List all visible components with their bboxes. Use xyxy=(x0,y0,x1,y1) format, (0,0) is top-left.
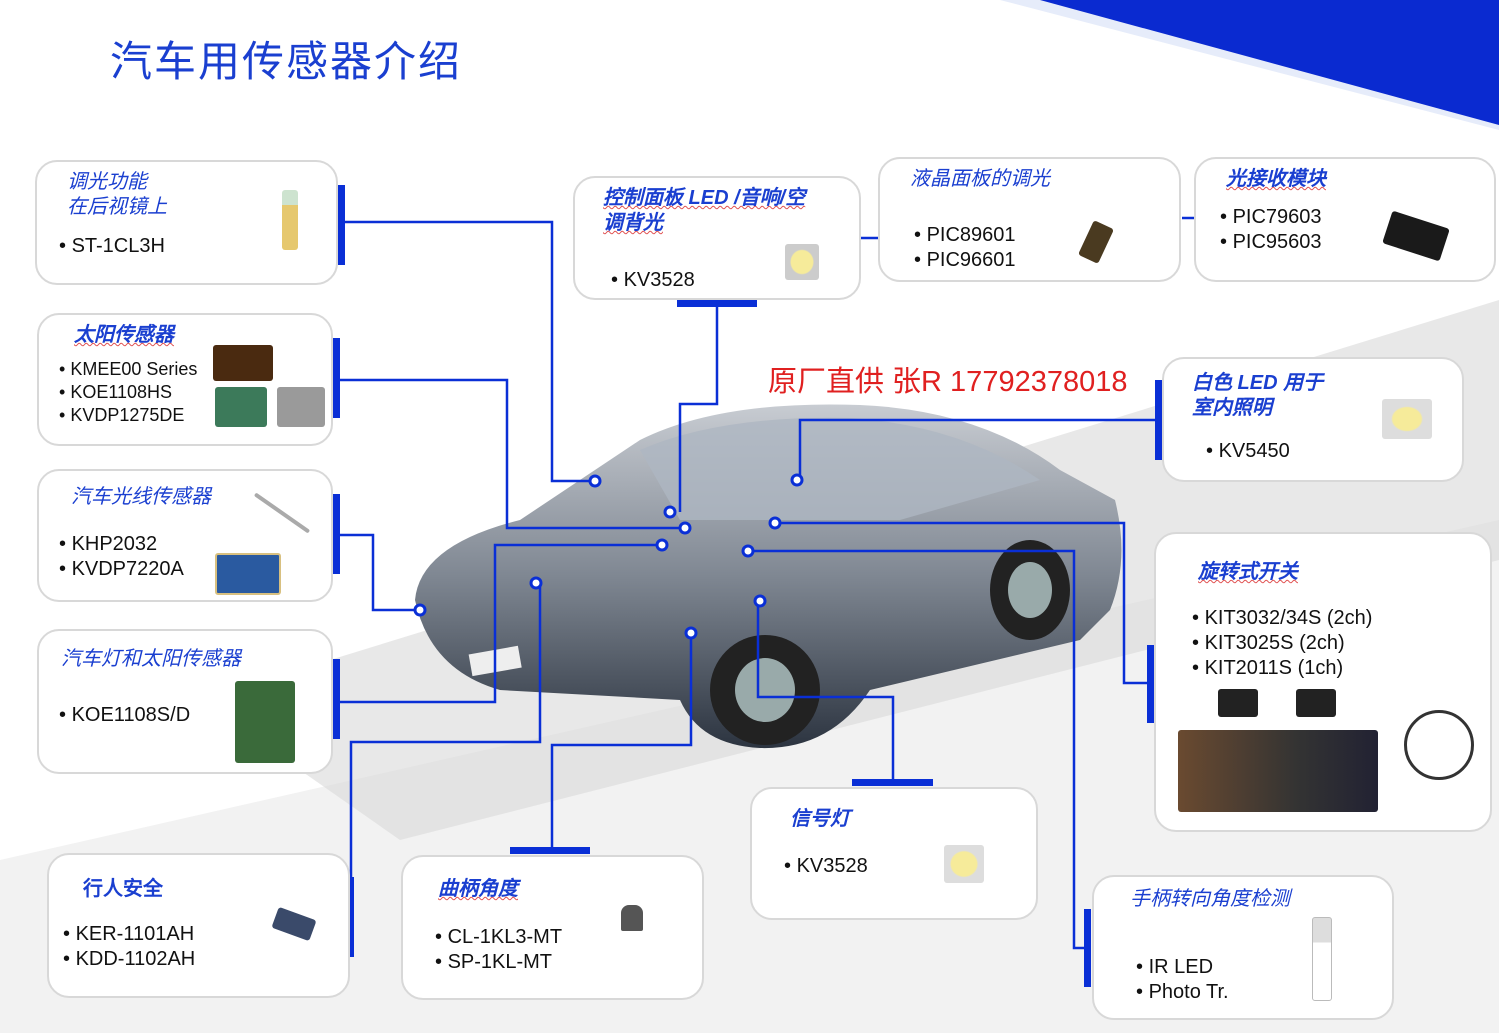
box-lamp-sun-sensor: 汽车灯和太阳传感器 KOE1108S/D xyxy=(37,629,333,774)
led-leads-image xyxy=(253,492,311,534)
part-item: KOE1108S/D xyxy=(59,703,191,728)
part-item: KDD-1102AH xyxy=(63,947,196,972)
box-heading: 白色 LED 用于 室内照明 xyxy=(1192,372,1324,419)
part-item: KV5450 xyxy=(1206,439,1290,464)
box-heading: 汽车灯和太阳传感器 xyxy=(61,648,241,670)
car-illustration xyxy=(415,404,1122,749)
sensor-image xyxy=(621,905,643,931)
part-item: KV3528 xyxy=(784,854,868,879)
box-pedestrian-safety: 行人安全 KER-1101AHKDD-1102AH xyxy=(47,853,350,998)
part-item: PIC95603 xyxy=(1220,230,1322,255)
sensor-image xyxy=(271,906,317,942)
part-item: IR LED xyxy=(1136,955,1229,980)
part-item: KMEE00 Series xyxy=(59,358,197,381)
switch-image xyxy=(1218,689,1258,717)
box-heading: 行人安全 xyxy=(83,878,163,900)
connector-lines xyxy=(340,216,1194,950)
page-title: 汽车用传感器介绍 xyxy=(110,37,463,86)
box-heading: 旋转式开关 xyxy=(1198,561,1298,583)
box-mirror-dimming: 调光功能 在后视镜上 ST-1CL3H xyxy=(35,160,338,285)
sensor-chip-image xyxy=(213,345,273,381)
sensor-chip-image xyxy=(277,387,325,427)
box-steering-angle: 手柄转向角度检测 IR LEDPhoto Tr. xyxy=(1092,875,1394,1020)
box-light-sensor: 汽车光线传感器 KHP2032KVDP7220A xyxy=(37,469,333,602)
box-white-led: 白色 LED 用于 室内照明 KV5450 xyxy=(1162,357,1464,482)
part-item: PIC89601 xyxy=(914,223,1016,248)
part-item: PIC96601 xyxy=(914,248,1016,273)
sensor-module-image xyxy=(235,681,295,763)
part-item: KIT2011S (1ch) xyxy=(1192,656,1372,681)
sensor-chip-image xyxy=(215,553,281,595)
box-heading: 光接收模块 xyxy=(1226,168,1326,190)
part-item: Photo Tr. xyxy=(1136,980,1229,1005)
encoder-diagram xyxy=(1404,710,1474,780)
box-lcd-dimming: 液晶面板的调光 PIC89601PIC96601 xyxy=(878,157,1181,282)
box-heading: 手柄转向角度检测 xyxy=(1130,888,1290,910)
box-heading: 控制面板 LED /音响/空 调背光 xyxy=(603,187,806,234)
part-item: KHP2032 xyxy=(59,532,184,557)
box-heading: 曲柄角度 xyxy=(438,878,518,900)
box-panel-backlight: 控制面板 LED /音响/空 调背光 KV3528 xyxy=(573,176,861,300)
module-image xyxy=(1382,210,1450,262)
part-item: KVDP1275DE xyxy=(59,404,197,427)
photosensor-image xyxy=(282,190,298,250)
part-item: KIT3032/34S (2ch) xyxy=(1192,606,1373,631)
part-item: KIT3025S (2ch) xyxy=(1192,631,1372,656)
part-item: CL-1KL3-MT xyxy=(435,925,562,950)
led-image xyxy=(1382,399,1432,439)
part-item: SP-1KL-MT xyxy=(435,950,562,975)
box-heading: 太阳传感器 xyxy=(74,324,174,346)
part-item: KVDP7220A xyxy=(59,557,184,582)
led-image xyxy=(785,244,819,280)
part-item: KOE1108HS xyxy=(59,381,197,404)
contact-notice: 原厂直供 张R 17792378018 xyxy=(768,366,1128,398)
box-crank-angle: 曲柄角度 CL-1KL3-MTSP-1KL-MT xyxy=(401,855,704,1000)
led-image xyxy=(1312,917,1332,1001)
box-rotary-switch: 旋转式开关 KIT3032/34S (2ch)KIT3025S (2ch)KIT… xyxy=(1154,532,1492,832)
part-item: KV3528 xyxy=(611,268,695,293)
sensor-chip-image xyxy=(215,387,267,427)
box-heading: 汽车光线传感器 xyxy=(71,486,211,508)
sensor-chip-image xyxy=(1078,220,1114,264)
box-heading: 调光功能 在后视镜上 xyxy=(67,171,167,218)
part-item: PIC79603 xyxy=(1220,205,1322,230)
console-photo xyxy=(1178,730,1378,812)
box-signal-lamp: 信号灯 KV3528 xyxy=(750,787,1038,920)
box-light-receiver-module: 光接收模块 PIC79603PIC95603 xyxy=(1194,157,1496,282)
box-heading: 液晶面板的调光 xyxy=(910,168,1050,190)
connector-bars xyxy=(333,185,1162,987)
sensor-points xyxy=(413,473,804,640)
switch-image xyxy=(1296,689,1336,717)
part-item: KER-1101AH xyxy=(63,922,195,947)
box-heading: 信号灯 xyxy=(790,808,850,830)
part-item: ST-1CL3H xyxy=(59,234,165,259)
led-image xyxy=(944,845,984,883)
box-sun-sensor: 太阳传感器 KMEE00 SeriesKOE1108HSKVDP1275DE xyxy=(37,313,333,446)
